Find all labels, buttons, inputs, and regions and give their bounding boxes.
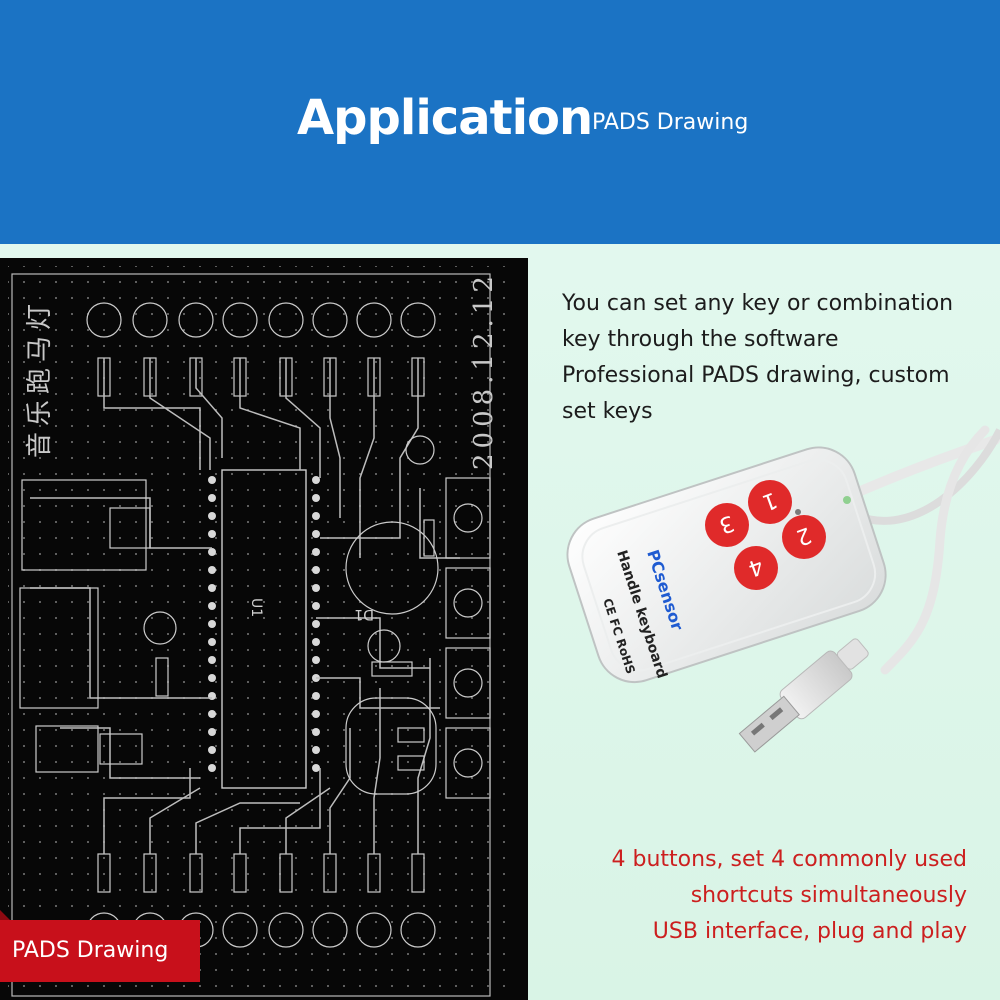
product-drawing: 1 2 3 4 PCsensor Handle keyboard CE FC R… xyxy=(566,425,1000,753)
header-banner: Application PADS Drawing xyxy=(0,0,1000,244)
pcb-component-label: D1 xyxy=(354,606,374,622)
pads-drawing-badge: PADS Drawing xyxy=(0,920,200,982)
description-line: You can set any key or combination xyxy=(562,291,954,316)
pcb-layout-image: 音乐跑马灯 2008.12.12 U1 D1 xyxy=(0,258,528,1000)
pcb-drawing: 音乐跑马灯 2008.12.12 U1 D1 xyxy=(0,258,528,1000)
handle-keyboard-product-image: 1 2 3 4 PCsensor Handle keyboard CE FC R… xyxy=(555,420,1000,770)
feature-list: 4 buttons, set 4 commonly used shortcuts… xyxy=(612,842,967,950)
description-line: set keys xyxy=(562,399,653,424)
page-subtitle: PADS Drawing xyxy=(592,110,749,135)
pcb-vertical-text-date: 2008.12.12 xyxy=(469,271,499,470)
description-line: key through the software xyxy=(562,327,839,352)
feature-line: shortcuts simultaneously xyxy=(690,883,967,908)
feature-line: 4 buttons, set 4 commonly used xyxy=(611,847,967,872)
pcb-chip-label: U1 xyxy=(248,598,264,617)
pcb-vertical-text-cn: 音乐跑马灯 xyxy=(25,298,55,458)
page-title: Application xyxy=(297,90,593,146)
feature-line: USB interface, plug and play xyxy=(652,919,967,944)
description-text: You can set any key or combination key t… xyxy=(562,286,982,430)
description-line: Professional PADS drawing, custom xyxy=(562,363,950,388)
